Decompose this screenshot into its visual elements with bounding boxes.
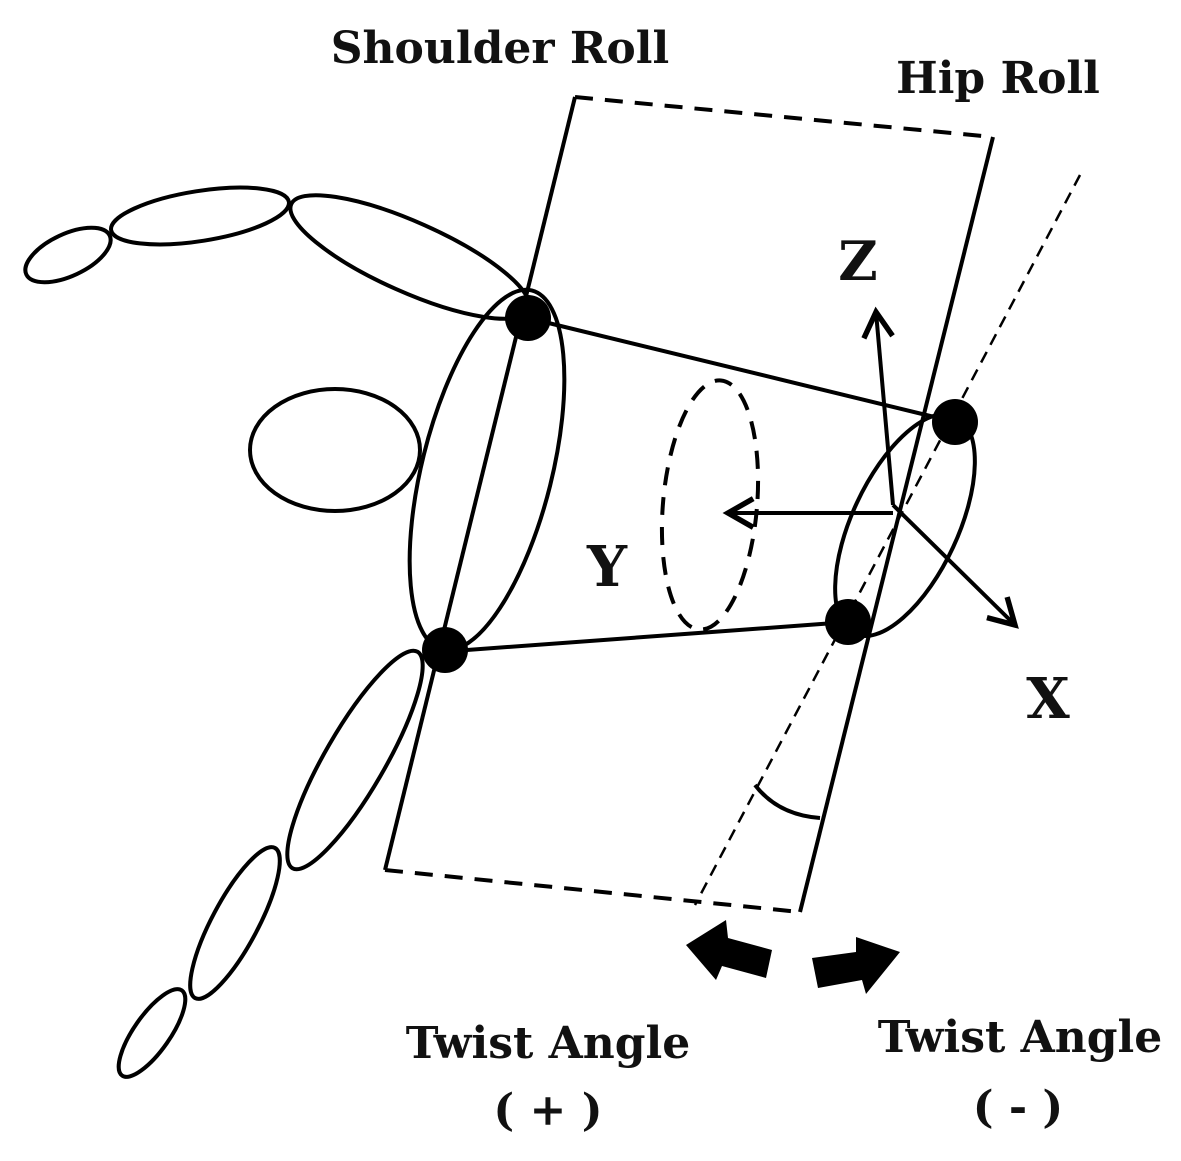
frame-right-edge [798, 136, 995, 913]
shin-segment [188, 845, 282, 1001]
hip-joint-lower [825, 599, 871, 645]
twist-angle-negative-sign: ( - ) [973, 1082, 1064, 1133]
torso-top-line [527, 316, 956, 424]
twist-right-arrow [812, 937, 900, 994]
twist-angle-arc [753, 783, 821, 820]
twist-angle-positive-sign: ( + ) [493, 1085, 602, 1136]
y-axis-label: Y [586, 534, 628, 600]
thigh-segment [285, 648, 425, 872]
twist-reference-line [693, 174, 1082, 906]
forearm-segment [109, 185, 291, 247]
head-segment [248, 387, 422, 513]
shoulder-joint-upper [505, 295, 551, 341]
upper-arm-segment [288, 193, 532, 321]
shoulder-joint-lower [422, 627, 468, 673]
foot-segment [116, 987, 188, 1079]
frame-left-edge [383, 96, 577, 871]
torso-cross-section [659, 378, 761, 632]
frame-top-edge [574, 95, 994, 139]
twist-left-arrow [686, 920, 772, 980]
z-axis-arrow [861, 306, 895, 506]
z-axis-label: Z [838, 229, 877, 293]
torso-bottom-line [439, 620, 849, 654]
shoulder-roll-label: Shoulder Roll [331, 23, 669, 74]
twist-angle-negative-label: Twist Angle [878, 1012, 1163, 1063]
x-axis-label: X [1026, 666, 1070, 732]
frame-bottom-edge [384, 868, 801, 914]
twist-angle-positive-label: Twist Angle [406, 1018, 691, 1069]
hip-roll-label: Hip Roll [896, 53, 1100, 104]
hand-segment [23, 225, 113, 285]
x-axis-arrow [891, 503, 1019, 629]
hip-joint-upper [932, 399, 978, 445]
